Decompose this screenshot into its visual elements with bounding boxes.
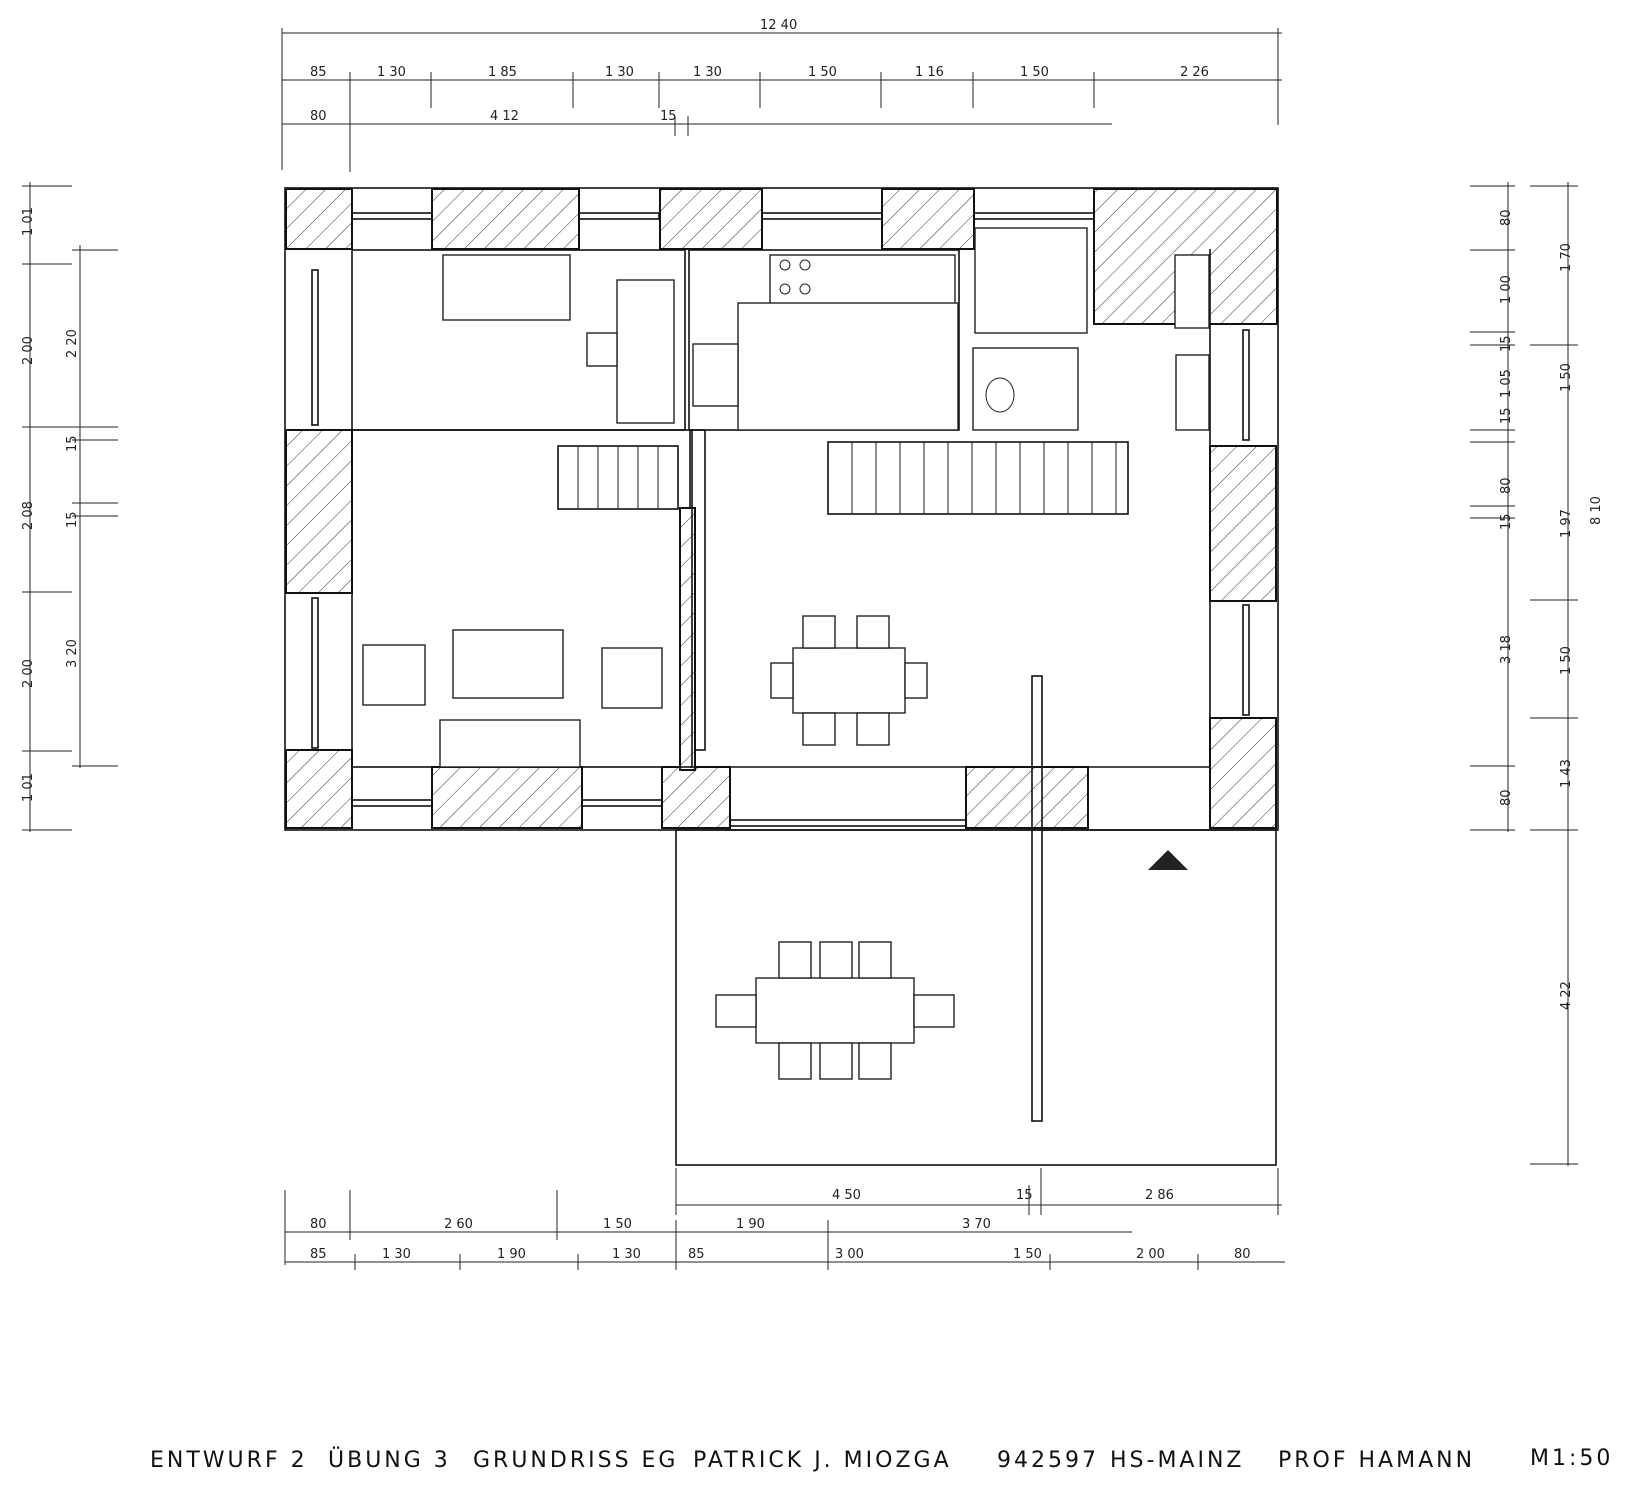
dim-bottom-row2-5: 85 [688,1247,705,1262]
title-scale: M1:50 [1530,1446,1613,1471]
dim-top-3: 1 85 [488,65,517,80]
dim-top-row2-3: 15 [660,109,677,124]
stairs [557,441,1129,515]
dim-right-inner-7: 15 [1499,513,1514,530]
dim-left-4: 2 00 [21,659,36,688]
dim-top-row2-1: 80 [310,109,327,124]
dim-right-mid-2: 1 50 [1559,363,1574,392]
dim-bottom-row2-3: 1 90 [497,1247,526,1262]
title-project: ENTWURF 2 [150,1448,308,1473]
windows [311,212,1250,827]
dim-top-2: 1 30 [377,65,406,80]
dim-top-1: 85 [310,65,327,80]
dim-right-inner-5: 15 [1499,407,1514,424]
dim-right-mid-4: 1 50 [1559,646,1574,675]
bottom-dimension-chains: 4 50 15 2 86 80 2 60 1 50 1 90 3 70 85 1… [284,1168,1285,1270]
dim-right-mid-3: 1 97 [1559,509,1574,538]
dim-right-outer-2: 4 22 [1559,981,1574,1010]
dim-left-inner-1: 2 20 [65,329,80,358]
dim-bottom-row2-9: 80 [1234,1247,1251,1262]
exterior-walls [284,187,1279,831]
right-dimension-chains: 80 1 00 15 1 05 15 80 15 3 18 80 1 70 1 … [1470,182,1604,1166]
dim-left-2: 2 00 [21,336,36,365]
dim-bottom-row1-5: 3 70 [962,1217,991,1232]
title-school: HS-MAINZ [1110,1448,1245,1473]
dim-left-inner-3: 15 [65,511,80,528]
dim-top-5: 1 30 [693,65,722,80]
dim-top-9: 2 26 [1180,65,1209,80]
dim-bottom-row1-1: 80 [310,1217,327,1232]
dim-right-outer-1: 8 10 [1589,496,1604,525]
dim-top-7: 1 16 [915,65,944,80]
dim-bottom-row2-6: 3 00 [835,1247,864,1262]
dim-right-inner-4: 1 05 [1499,369,1514,398]
dim-top-8: 1 50 [1020,65,1049,80]
dim-bottom-row1-3: 1 50 [603,1217,632,1232]
dim-right-mid-1: 1 70 [1559,243,1574,272]
dim-left-inner-2: 15 [65,435,80,452]
dim-top-6: 1 50 [808,65,837,80]
dim-left-5: 1 01 [21,773,36,802]
interior-walls [351,249,1211,771]
dim-left-3: 2 08 [21,501,36,530]
dim-bottom-row2-8: 2 00 [1136,1247,1165,1262]
dim-bottom-row2-1: 85 [310,1247,327,1262]
dim-bottom-row1-2: 2 60 [444,1217,473,1232]
dim-right-inner-3: 15 [1499,335,1514,352]
dim-right-inner-2: 1 00 [1499,275,1514,304]
dim-right-inner-8: 3 18 [1499,635,1514,664]
dim-right-inner-9: 80 [1499,789,1514,806]
dim-bottom-row0-3: 2 86 [1145,1188,1174,1203]
dim-bottom-row0-2: 15 [1016,1188,1033,1203]
left-dimension-chains: 1 01 2 00 2 08 2 00 1 01 2 20 15 15 3 20 [21,182,118,832]
dim-top-row2-2: 4 12 [490,109,519,124]
title-author: PATRICK J. MIOZGA [693,1448,952,1473]
terrace [675,675,1277,1166]
dim-right-inner-1: 80 [1499,209,1514,226]
dim-bottom-row2-4: 1 30 [612,1247,641,1262]
dim-bottom-row1-4: 1 90 [736,1217,765,1232]
dim-right-inner-6: 80 [1499,477,1514,494]
title-block: ENTWURF 2 ÜBUNG 3 GRUNDRISS EG PATRICK J… [150,1446,1613,1473]
title-drawing: GRUNDRISS EG [473,1448,678,1473]
dim-top-total: 12 40 [760,18,797,33]
furniture [362,227,1210,768]
dim-left-inner-4: 3 20 [65,639,80,668]
dim-bottom-row2-7: 1 50 [1013,1247,1042,1262]
dim-bottom-row0-1: 4 50 [832,1188,861,1203]
title-student-id: 942597 [997,1448,1099,1473]
dim-bottom-row2-2: 1 30 [382,1247,411,1262]
title-exercise: ÜBUNG 3 [328,1447,451,1473]
dim-right-mid-5: 1 43 [1559,759,1574,788]
title-professor: PROF HAMANN [1278,1448,1475,1473]
dim-top-4: 1 30 [605,65,634,80]
top-dimension-chains: 12 40 85 1 30 1 85 1 30 1 30 1 50 1 16 1… [281,18,1282,172]
dim-left-1: 1 01 [21,207,36,236]
